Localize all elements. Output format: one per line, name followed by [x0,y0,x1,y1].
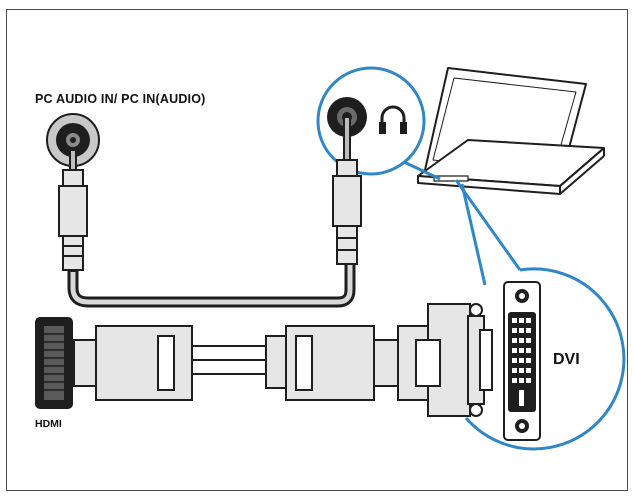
headphone-icon [379,105,407,134]
pc-audio-plug [332,116,362,265]
laptop [417,67,605,195]
audio-callout [316,66,441,181]
dvi-port [503,281,541,441]
dvi-adapter [397,303,493,417]
hdmi-port-label: HDMI [35,418,62,430]
tv-audio-plug [58,149,88,271]
audio-port-label: PC AUDIO IN/ PC IN(AUDIO) [35,92,206,106]
dvi-callout [454,179,626,451]
hdmi-dvi-cable [73,325,399,401]
hdmi-port [35,317,73,409]
audio-cable [67,259,356,308]
dvi-port-label: DVI [553,351,580,368]
